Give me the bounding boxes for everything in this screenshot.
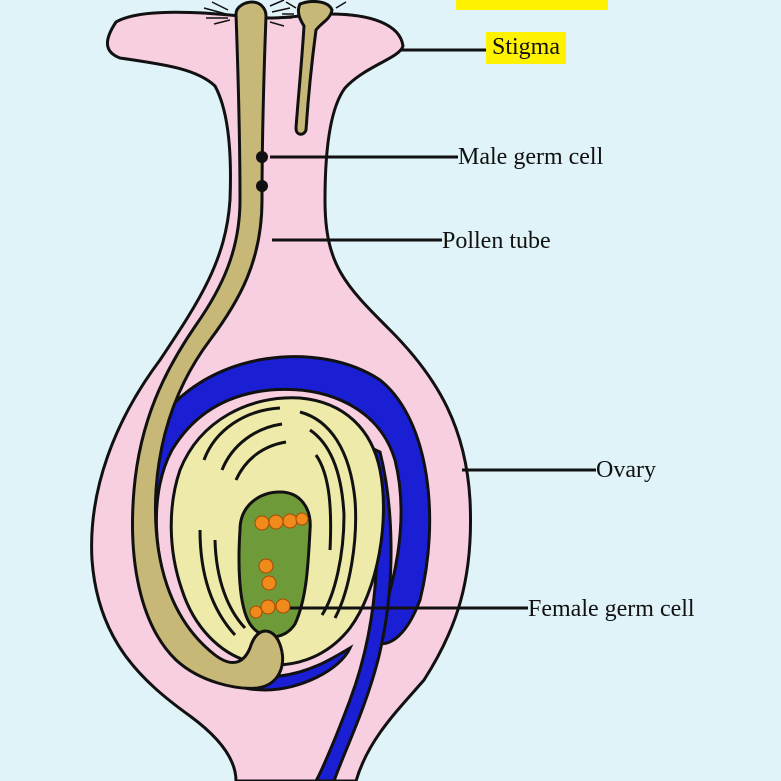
leader-lines [270, 48, 596, 610]
pollen-hair [282, 1, 297, 15]
antipodal-cell [268, 514, 284, 530]
integument-line [220, 422, 283, 471]
antipodal-cell [254, 515, 270, 531]
nuclei-group [249, 512, 309, 619]
integument-line [202, 406, 281, 461]
pollen-tube-short [294, 0, 334, 136]
stigma-text: Stigma [492, 34, 561, 60]
male-germ-cell-dot [256, 180, 268, 192]
pollen-tube-label: Pollen tube [442, 228, 551, 254]
antipodal-cell [295, 512, 309, 526]
integument-line [309, 428, 346, 616]
pollen-hair [335, 1, 348, 15]
male-germ-cell-dot [256, 151, 268, 163]
pollen-grain-tufts [203, 0, 348, 27]
male-germ-cell-label: Male germ cell [458, 144, 604, 170]
integument-lines [198, 406, 358, 637]
top-highlight-label [456, 0, 608, 10]
integument-line [234, 440, 287, 481]
integument-line [198, 529, 237, 637]
egg-apparatus-cell [260, 599, 276, 615]
pollen-tube [131, 0, 285, 690]
pollen-hair [269, 0, 292, 27]
integument-line [314, 454, 333, 551]
ovary-stalk [314, 442, 393, 781]
integument-line [299, 410, 358, 619]
ovary-label: Ovary [596, 457, 656, 483]
egg-apparatus-cell [249, 605, 263, 619]
antipodal-cell [282, 513, 298, 529]
integument-line [213, 539, 247, 630]
egg-apparatus-cell [275, 598, 291, 614]
pollen-hair [203, 1, 231, 25]
female-germ-cell-label: Female germ cell [528, 596, 695, 622]
polar-nucleus [261, 575, 277, 591]
polar-nucleus [258, 558, 274, 574]
stigma-label: Stigma [486, 32, 567, 64]
